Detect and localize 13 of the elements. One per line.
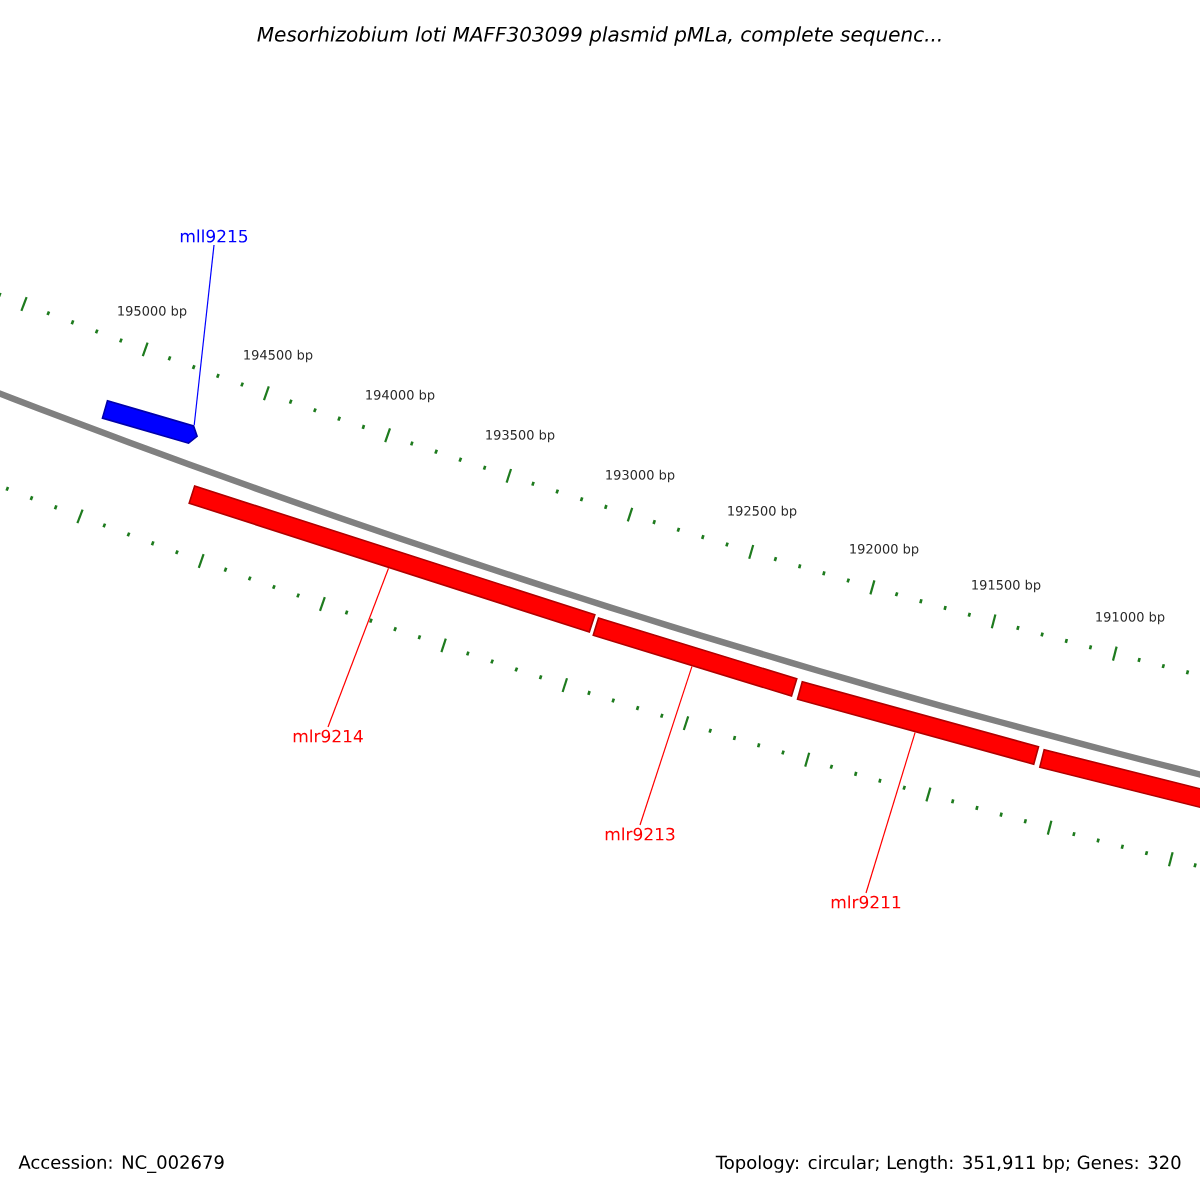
title: Mesorhizobium loti MAFF303099 plasmid pMLa, complete sequenc...	[257, 26, 941, 46]
leader-line	[865, 731, 916, 894]
gene-label: mlr9213	[605, 827, 675, 841]
gene-label: mll9215	[180, 229, 248, 243]
summary-text: Topology: circular; Length: 351,911 bp; Genes: 320	[715, 1155, 1181, 1173]
gene-bar	[188, 485, 596, 633]
leader-line	[193, 244, 215, 426]
gene-label: mlr9211	[831, 895, 901, 909]
gene-bar	[1038, 748, 1200, 814]
gene-label: mlr9214	[293, 729, 363, 743]
accession-text: Accession: NC_002679	[18, 1155, 224, 1173]
leader-line	[327, 567, 390, 728]
leader-line	[639, 665, 693, 826]
